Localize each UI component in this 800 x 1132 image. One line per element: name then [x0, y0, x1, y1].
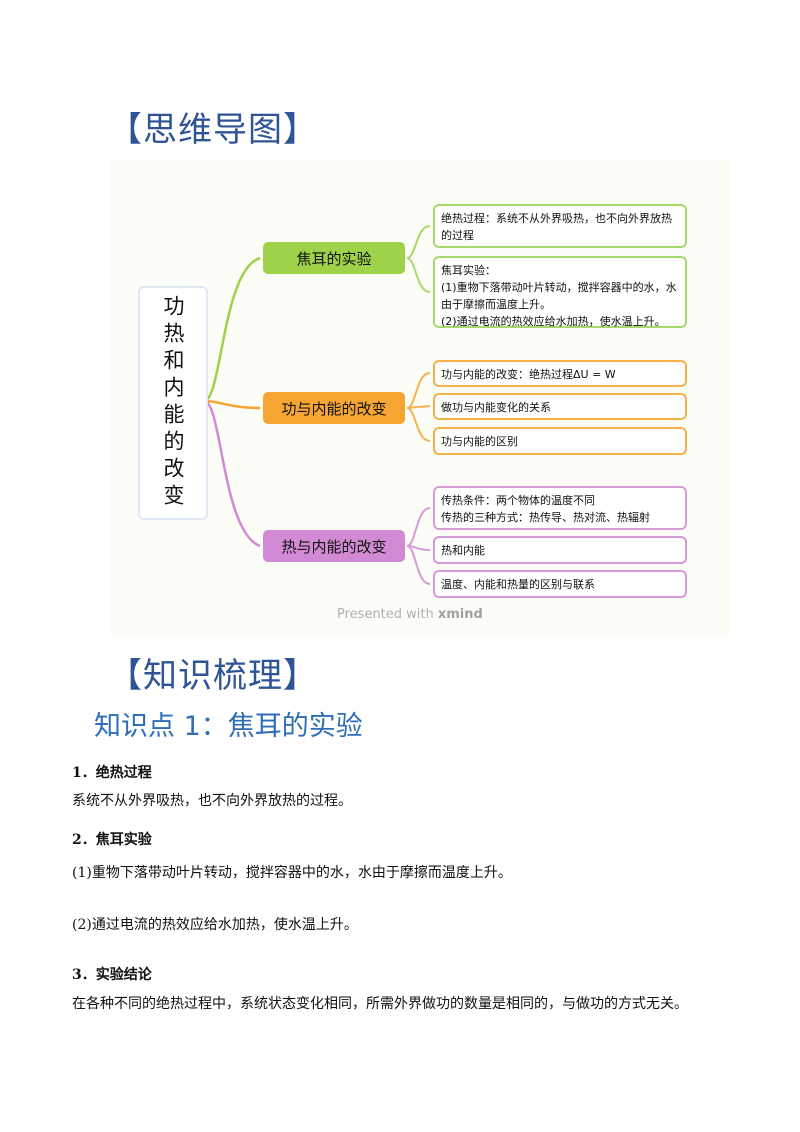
leaf-heat-energy: 热和内能: [433, 536, 687, 564]
leaf-heat-transfer: 传热条件：两个物体的温度不同 传热的三种方式：热传导、热对流、热辐射: [433, 486, 687, 530]
point-text-1: 系统不从外界吸热，也不向外界放热的过程。: [72, 793, 352, 809]
mind-map: 功热和内能的改变 焦耳的实验 功与内能的改变 热与内能的改变 绝热过程：系统不从…: [110, 160, 730, 638]
xmind-watermark: Presented with xmind: [337, 607, 483, 622]
root-label: 功热和内能的改变: [161, 295, 185, 511]
branch-work-internal-energy: 功与内能的改变: [263, 392, 405, 424]
mindmap-section-title: 【思维导图】: [108, 110, 318, 150]
leaf-temperature-energy-heat: 温度、内能和热量的区别与联系: [433, 570, 687, 598]
knowledge-point-title: 知识点 1：焦耳的实验: [94, 711, 363, 742]
knowledge-section-title: 【知识梳理】: [108, 656, 318, 696]
point-text-2a: (1)重物下落带动叶片转动，搅拌容器中的水，水由于摩擦而温度上升。: [72, 865, 512, 881]
point-text-3: 在各种不同的绝热过程中，系统状态变化相同，所需外界做功的数量是相同的，与做功的方…: [72, 996, 688, 1012]
point-heading-1: 1．绝热过程: [72, 765, 152, 781]
connector-branch-2: [203, 399, 261, 410]
leaf-adiabatic-process: 绝热过程：系统不从外界吸热，也不向外界放热的过程: [433, 204, 687, 248]
point-heading-2: 2．焦耳实验: [72, 832, 152, 848]
connector-branch-3: [203, 399, 261, 548]
branch-heat-internal-energy: 热与内能的改变: [263, 530, 405, 562]
point-heading-3: 3．实验结论: [72, 967, 152, 983]
branch-joule-experiment: 焦耳的实验: [263, 242, 405, 274]
point-text-2b: (2)通过电流的热效应给水加热，使水温上升。: [72, 917, 358, 933]
leaf-work-energy-difference: 功与内能的区别: [433, 427, 687, 455]
leaf-joule-experiment: 焦耳实验： (1)重物下落带动叶片转动，搅拌容器中的水，水由于摩擦而温度上升。 …: [433, 256, 687, 328]
mind-map-root: 功热和内能的改变: [138, 286, 208, 520]
leaf-work-energy-relation: 做功与内能变化的关系: [433, 393, 687, 420]
connector-branch-1: [203, 256, 261, 403]
leaf-work-energy-change: 功与内能的改变：绝热过程ΔU = W: [433, 360, 687, 387]
